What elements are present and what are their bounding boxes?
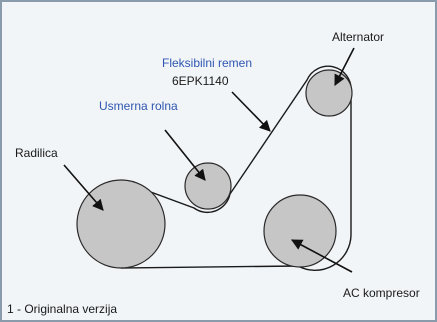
ac-kompresor-arrow (291, 239, 353, 273)
usmerna-rolna-arrow (164, 129, 206, 181)
radilica-arrow (63, 164, 104, 211)
ac-kompresor-label: AC kompresor (343, 286, 420, 300)
alternator-arrow (334, 47, 355, 86)
caption: 1 - Originalna verzija (7, 302, 117, 316)
flexible-belt (120, 65, 352, 271)
remen-label-line1: Fleksibilni remen (162, 56, 252, 70)
alternator-pulley (305, 69, 353, 117)
radilica-label: Radilica (15, 146, 58, 160)
remen-label-line2: 6EPK1140 (172, 74, 229, 88)
idler-pulley (184, 162, 232, 210)
alternator-label: Alternator (332, 30, 384, 44)
usmerna-rolna-label: Usmerna rolna (99, 99, 178, 113)
ac-compressor-pulley (263, 194, 337, 268)
remen-arrow (231, 91, 271, 132)
crankshaft-pulley (76, 179, 166, 269)
